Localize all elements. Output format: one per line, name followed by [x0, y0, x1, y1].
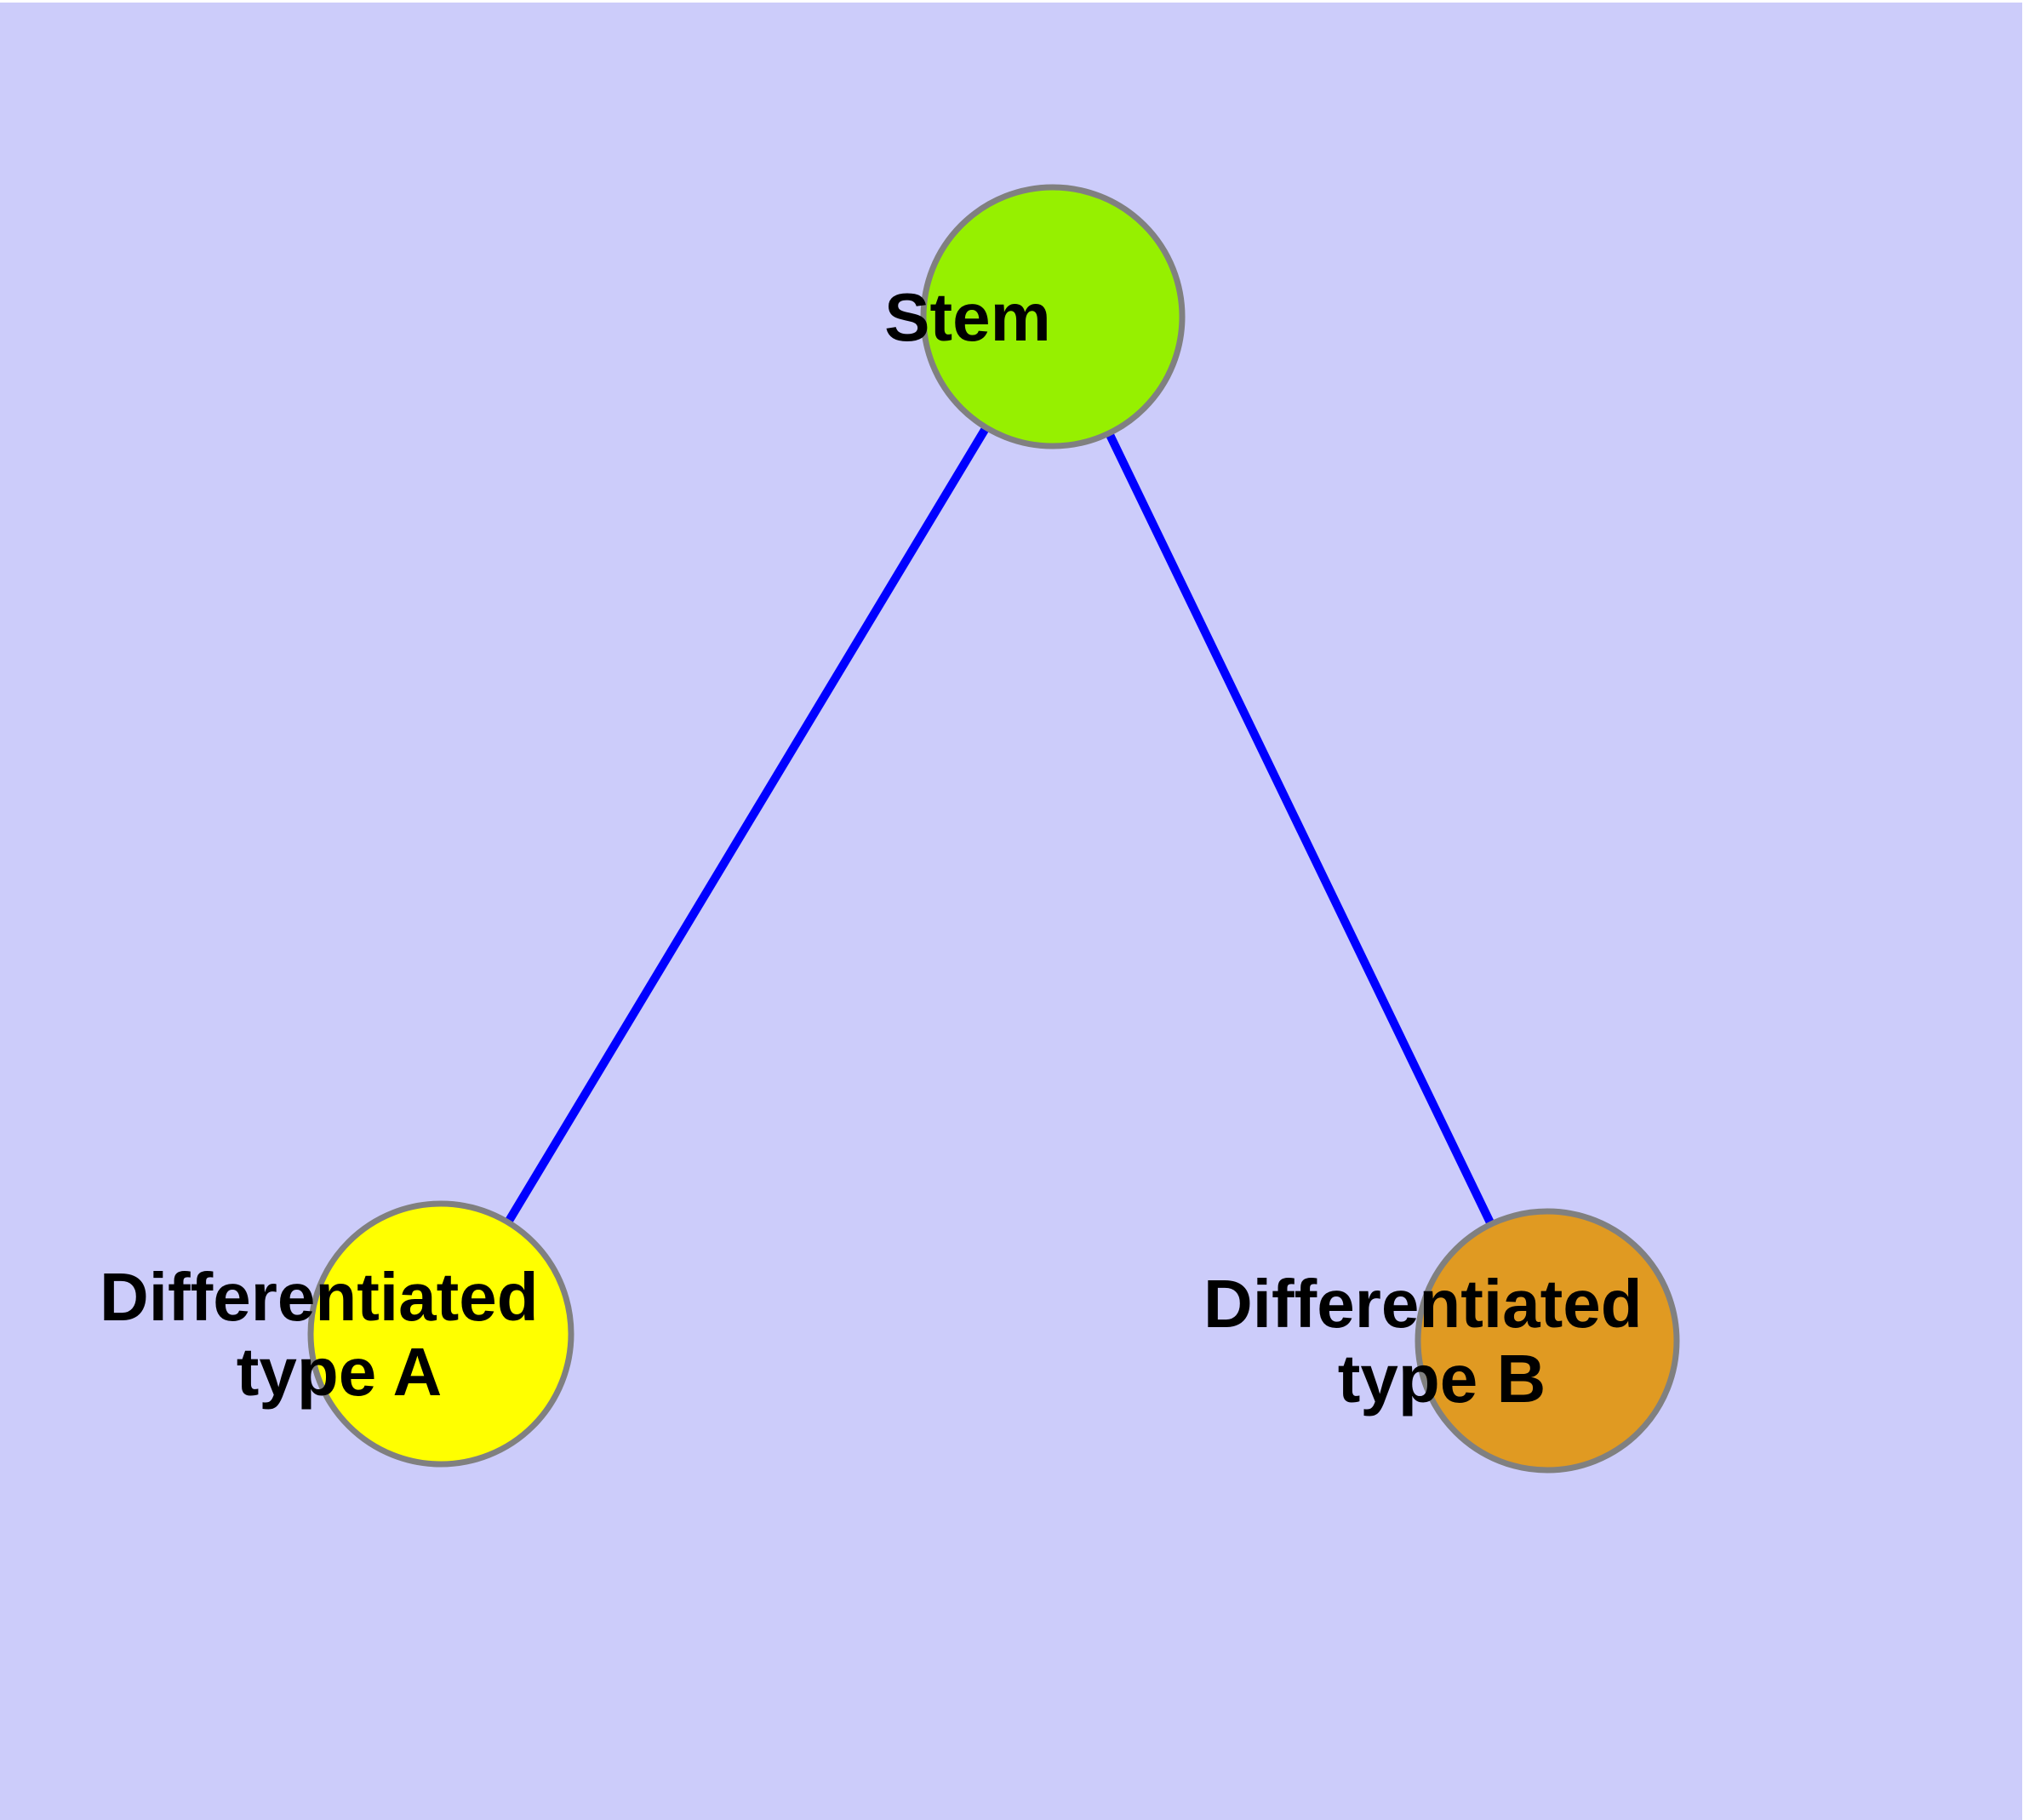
edge-stem-to-type-a[interactable]: [437, 314, 1057, 1336]
node-differentiated-type-b-label: Differentiated type B: [0, 3, 1850, 1417]
node-differentiated-type-a-label-line-2: type A: [237, 1334, 441, 1410]
node-stem-label-line-1: Stem: [884, 279, 1051, 355]
graph-svg: Stem Differentiated type A Differentiate…: [0, 3, 1850, 1474]
node-differentiated-type-b-label-line-1: Differentiated: [1203, 1266, 1643, 1342]
edge-layer: [437, 314, 1552, 1343]
node-differentiated-type-a-label: Differentiated type A: [0, 3, 746, 1410]
label-layer: Stem Differentiated type A Differentiate…: [0, 3, 1850, 1417]
node-stem-circle[interactable]: [920, 184, 1186, 449]
node-stem-label: Stem: [0, 3, 1221, 355]
node-differentiated-type-b-circle[interactable]: [1415, 1208, 1680, 1474]
node-layer: [307, 184, 1680, 1474]
node-stem[interactable]: [920, 184, 1186, 449]
node-differentiated-type-b[interactable]: [1415, 1208, 1680, 1474]
node-differentiated-type-a[interactable]: [307, 1200, 574, 1468]
edge-stem-to-type-b[interactable]: [1049, 314, 1552, 1343]
node-differentiated-type-a-label-line-1: Differentiated: [100, 1259, 539, 1335]
node-differentiated-type-b-label-line-2: type B: [1338, 1341, 1546, 1417]
graph-plot-area: Stem Differentiated type A Differentiate…: [0, 3, 2022, 1820]
node-differentiated-type-a-circle[interactable]: [307, 1200, 574, 1468]
